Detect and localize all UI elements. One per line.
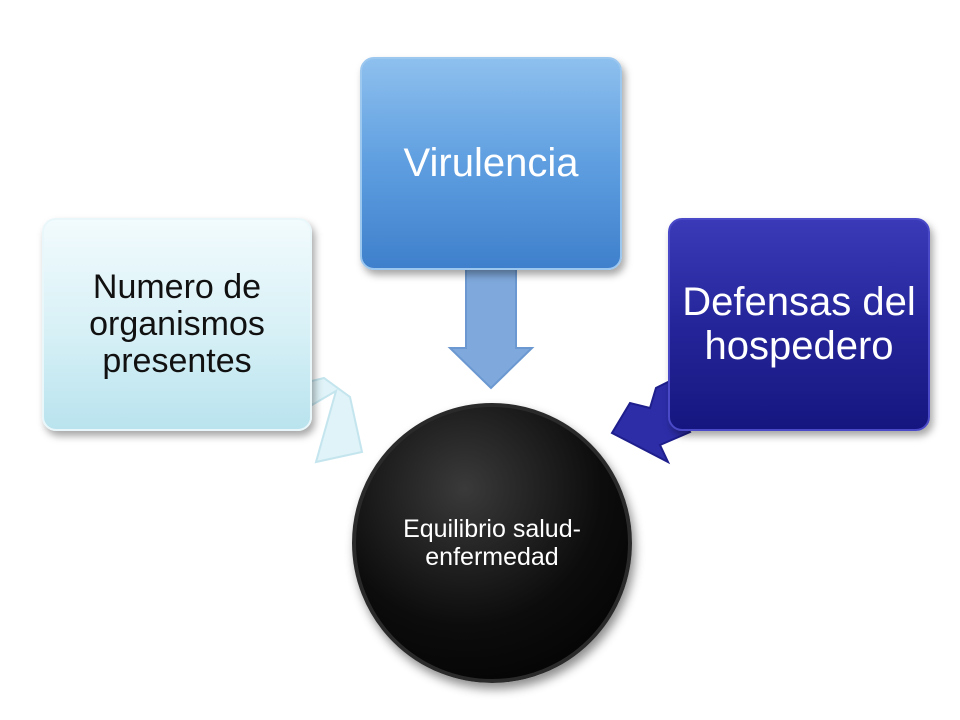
- arrow-left-to-center: [298, 376, 364, 464]
- node-numero-de-organismos: Numero de organismos presentes: [42, 218, 312, 431]
- node-equilibrio-salud-enfermedad-label: Equilibrio salud-enfermedad: [403, 515, 581, 571]
- node-numero-de-organismos-label: Numero de organismos presentes: [89, 268, 265, 380]
- node-equilibrio-salud-enfermedad: Equilibrio salud-enfermedad: [352, 403, 632, 683]
- node-virulencia-label: Virulencia: [403, 140, 579, 185]
- arrow-top-to-center: [447, 267, 535, 390]
- node-defensas-del-hospedero: Defensas del hospedero: [668, 218, 930, 431]
- node-defensas-del-hospedero-label: Defensas del hospedero: [682, 280, 916, 368]
- node-virulencia: Virulencia: [360, 57, 622, 270]
